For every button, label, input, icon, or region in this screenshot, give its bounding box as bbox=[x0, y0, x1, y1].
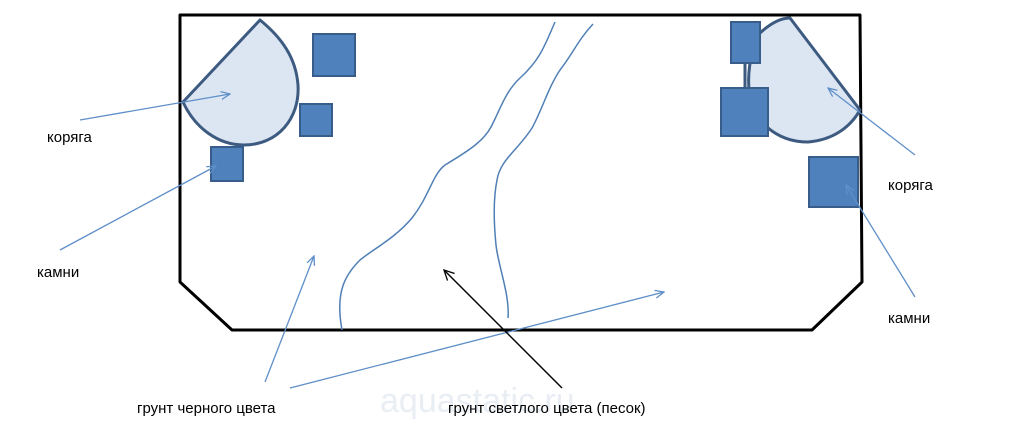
arrow-stones-left bbox=[59, 166, 216, 251]
watermark-text: aquastatic.ru bbox=[380, 382, 575, 420]
stone-right-2 bbox=[720, 87, 769, 137]
arrow-driftwood-right bbox=[828, 88, 916, 156]
arrow-black-ground-2 bbox=[289, 292, 664, 389]
stone-left-3 bbox=[210, 146, 244, 182]
stone-right-3 bbox=[808, 156, 859, 208]
label-stones-left: камни bbox=[37, 264, 79, 281]
driftwood-left bbox=[181, 18, 300, 147]
stone-left-1 bbox=[312, 33, 356, 77]
sand-border-right bbox=[493, 23, 594, 319]
arrow-black-ground-1 bbox=[264, 256, 314, 383]
label-driftwood-right: коряга bbox=[888, 177, 934, 194]
sand-border-left bbox=[338, 21, 556, 331]
arrow-light-ground bbox=[444, 270, 563, 389]
stone-left-2 bbox=[299, 103, 333, 137]
arrow-stones-right bbox=[846, 185, 916, 298]
label-stones-right: камни bbox=[888, 310, 930, 327]
label-light-ground: грунт светлого цвета (песок) bbox=[448, 400, 646, 417]
stone-right-1 bbox=[730, 21, 761, 64]
arrow-driftwood-left bbox=[79, 94, 230, 121]
label-driftwood-left: коряга bbox=[47, 129, 93, 146]
tank-outline bbox=[178, 13, 864, 332]
label-black-ground: грунт черного цвета bbox=[137, 400, 276, 417]
